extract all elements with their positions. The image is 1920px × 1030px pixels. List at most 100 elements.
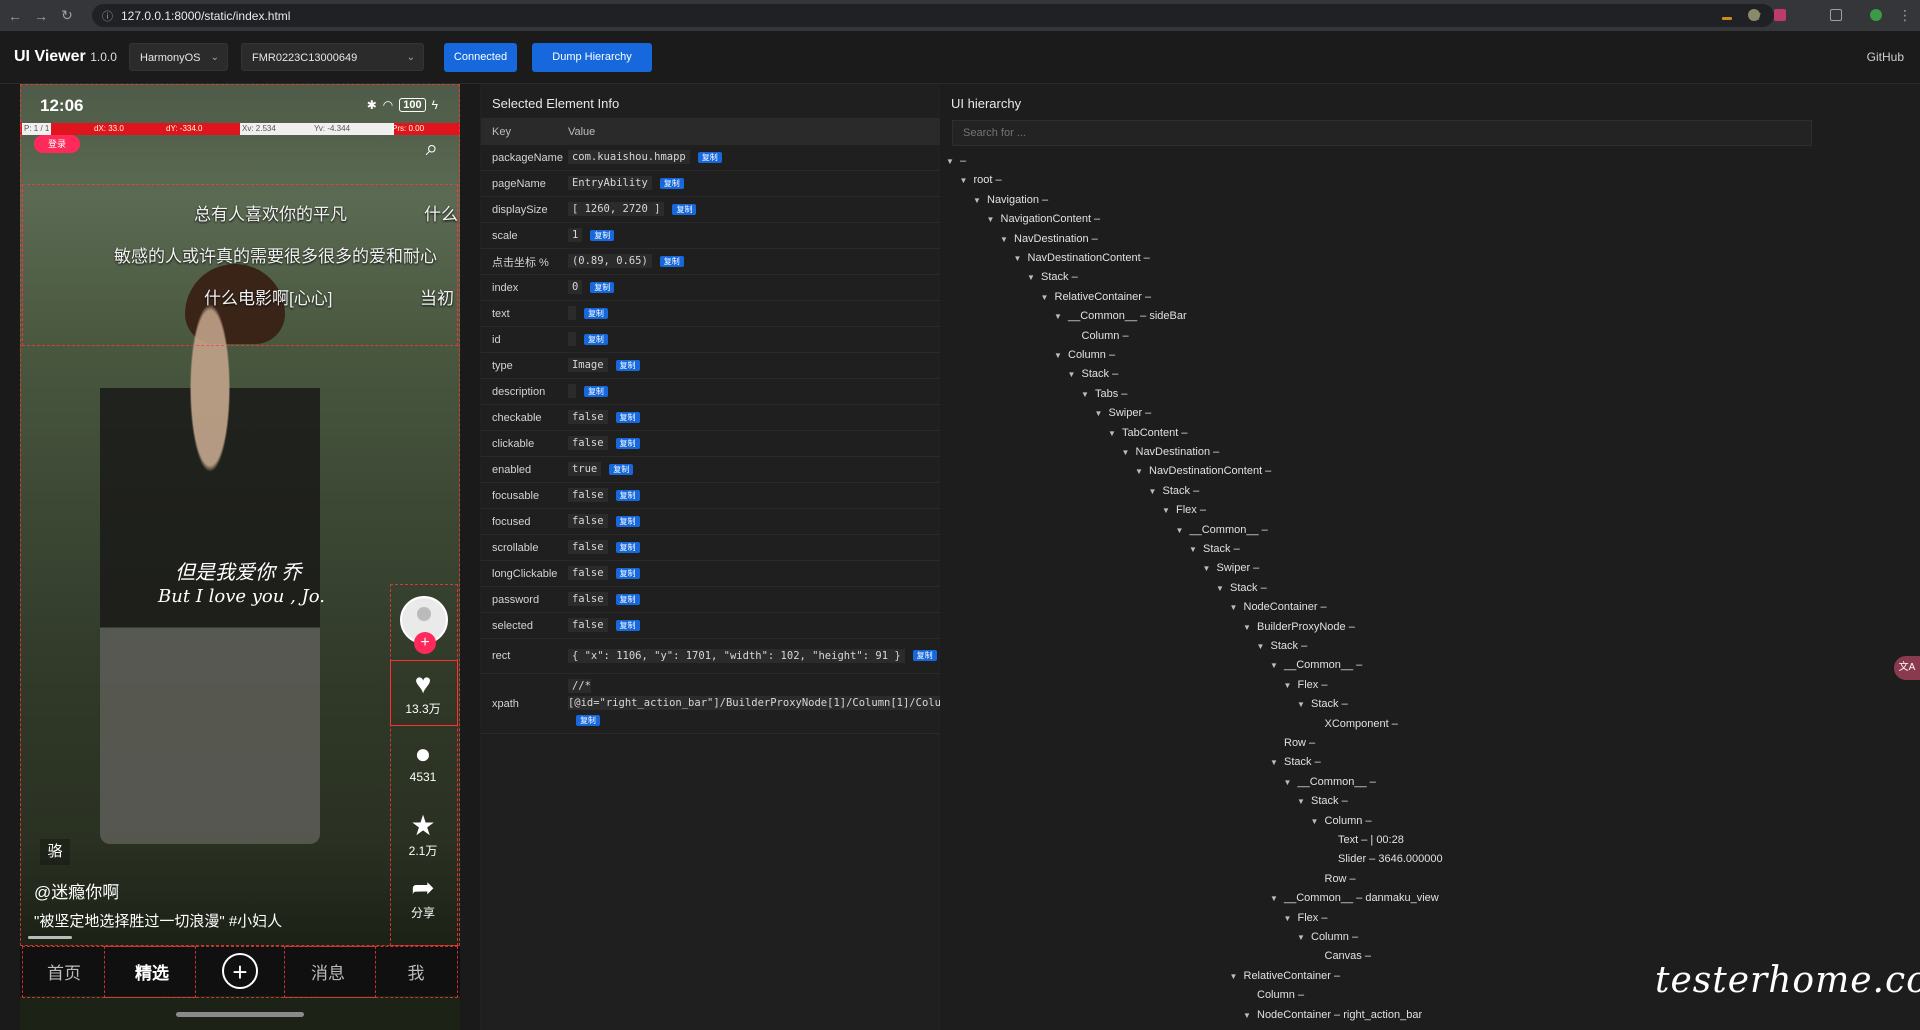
tree-node[interactable]: ▼NodeContainer – right_action_bar xyxy=(1243,1006,1422,1025)
caret-down-icon[interactable]: ▼ xyxy=(1013,254,1022,263)
tree-node[interactable]: ▼Stack – xyxy=(1297,792,1348,811)
caret-down-icon[interactable]: ▼ xyxy=(1297,797,1305,807)
platform-select[interactable]: HarmonyOS ⌄ xyxy=(129,43,228,71)
caret-down-icon[interactable]: ▼ xyxy=(1229,603,1238,613)
caret-down-icon[interactable]: ▼ xyxy=(1162,506,1170,516)
home-indicator[interactable] xyxy=(176,1012,304,1017)
tree-node[interactable]: ▼NodeContainer – xyxy=(1230,598,1327,617)
login-button[interactable]: 登录 xyxy=(34,135,80,153)
tree-node[interactable]: ▼Tabs – xyxy=(1081,385,1127,404)
tree-node[interactable]: ▼__Common__ – xyxy=(1284,773,1376,792)
tree-node[interactable]: ▼Stack – xyxy=(1068,365,1119,384)
caret-down-icon[interactable]: ▼ xyxy=(1229,971,1238,981)
site-info-icon[interactable]: ⓘ xyxy=(102,10,113,23)
favorite-action[interactable]: ★ 2.1万 xyxy=(398,810,448,859)
copy-button[interactable]: 复制 xyxy=(615,593,640,605)
tree-node[interactable]: ▼Stack – xyxy=(1297,695,1348,714)
extension-icon[interactable] xyxy=(1748,9,1760,21)
tree-node[interactable]: ▼NavDestination – xyxy=(1000,230,1098,249)
caret-down-icon[interactable]: ▼ xyxy=(1175,525,1184,535)
caret-down-icon[interactable]: ▼ xyxy=(1121,448,1130,457)
tree-node[interactable]: Row – xyxy=(1311,870,1356,889)
copy-button[interactable]: 复制 xyxy=(590,229,615,241)
copy-button[interactable]: 复制 xyxy=(615,411,640,423)
tree-node[interactable]: ▼Swiper – xyxy=(1203,559,1260,578)
forward-icon[interactable]: → xyxy=(34,7,48,24)
like-action[interactable]: ♥ 13.3万 xyxy=(398,668,448,717)
copy-button[interactable]: 复制 xyxy=(615,567,640,579)
tree-node[interactable]: ▼TabContent – xyxy=(1108,424,1187,443)
tree-node[interactable]: ▼Swiper – xyxy=(1095,404,1152,423)
tree-node[interactable]: ▼Stack – xyxy=(1216,579,1267,598)
copy-button[interactable]: 复制 xyxy=(672,203,697,215)
translate-icon[interactable]: 文A xyxy=(1894,656,1920,680)
tree-node[interactable]: ▼__Common__ – sideBar xyxy=(1054,307,1187,326)
tree-node[interactable]: ▼RelativeContainer – xyxy=(1041,288,1152,307)
device-select[interactable]: FMR0223C13000649 ⌄ xyxy=(241,43,424,71)
caret-down-icon[interactable]: ▼ xyxy=(1054,312,1062,322)
caret-down-icon[interactable]: ▼ xyxy=(1297,700,1305,710)
caret-down-icon[interactable]: ▼ xyxy=(1040,292,1049,302)
caret-down-icon[interactable]: ▼ xyxy=(1081,389,1089,399)
caret-down-icon[interactable]: ▼ xyxy=(1135,467,1143,477)
tree-node[interactable]: ▼Stack – xyxy=(1270,753,1321,772)
caret-down-icon[interactable]: ▼ xyxy=(1202,564,1211,574)
tree-node[interactable]: Column – xyxy=(1243,986,1304,1005)
caret-down-icon[interactable]: ▼ xyxy=(1256,642,1265,651)
caret-down-icon[interactable]: ▼ xyxy=(1283,913,1292,923)
caret-down-icon[interactable]: ▼ xyxy=(1094,409,1103,419)
tree-node[interactable]: Row – xyxy=(1270,734,1315,753)
tab-home[interactable]: 首页 xyxy=(47,963,81,983)
tree-node[interactable]: ▼Stack – xyxy=(1027,268,1078,287)
video-progress-bar[interactable] xyxy=(28,936,72,939)
copy-button[interactable]: 复制 xyxy=(659,255,684,267)
caret-down-icon[interactable]: ▼ xyxy=(1243,1010,1251,1020)
caret-down-icon[interactable]: ▼ xyxy=(1108,428,1116,438)
copy-button[interactable]: 复制 xyxy=(615,541,640,553)
tree-node[interactable]: ▼Stack – xyxy=(1189,540,1240,559)
back-icon[interactable]: ← xyxy=(8,7,22,24)
extension-icon[interactable] xyxy=(1774,9,1786,21)
tree-node[interactable]: ▼root – xyxy=(960,171,1002,190)
caret-down-icon[interactable]: ▼ xyxy=(1283,777,1292,787)
tree-node[interactable]: ▼Column – xyxy=(1311,812,1372,831)
copy-button[interactable]: 复制 xyxy=(583,333,608,345)
tree-node[interactable]: ▼NavDestinationContent – xyxy=(1014,249,1150,268)
copy-button[interactable]: 复制 xyxy=(659,177,684,189)
tab-create[interactable]: + xyxy=(196,953,284,989)
caret-down-icon[interactable]: ▼ xyxy=(1216,583,1224,593)
device-screen[interactable]: 12:06 ✱ ◠ 100 ϟ P: 1 / 1 dX: 33.0 dY: -3… xyxy=(20,84,460,1030)
author-avatar[interactable] xyxy=(400,596,448,644)
video-caption[interactable]: "被坚定地选择胜过一切浪漫" #小妇人 xyxy=(34,913,283,930)
copy-button[interactable]: 复制 xyxy=(615,619,640,631)
caret-down-icon[interactable]: ▼ xyxy=(986,215,995,225)
share-action[interactable]: ➦ 分享 xyxy=(398,872,448,921)
tab-featured[interactable]: 精选 xyxy=(135,963,169,983)
extensions-puzzle-icon[interactable] xyxy=(1830,9,1842,21)
extension-icon[interactable] xyxy=(1722,17,1732,20)
caret-down-icon[interactable]: ▼ xyxy=(1270,758,1278,768)
caret-down-icon[interactable]: ▼ xyxy=(1243,622,1251,632)
tab-messages[interactable]: 消息 xyxy=(311,963,345,983)
tree-node[interactable]: ▼Flex – xyxy=(1284,676,1328,695)
author-name[interactable]: @迷瘾你啊 xyxy=(34,883,120,902)
copy-button[interactable]: 复制 xyxy=(697,151,722,163)
tree-node[interactable]: ▼Column – xyxy=(1297,928,1358,947)
tree-node[interactable]: XComponent – xyxy=(1311,715,1398,734)
caret-down-icon[interactable]: ▼ xyxy=(1189,545,1197,554)
tree-node[interactable]: Column – xyxy=(1068,327,1129,346)
tree-node[interactable]: Text – | 00:28 xyxy=(1324,831,1404,850)
tree-node[interactable]: Canvas – xyxy=(1311,947,1371,966)
caret-down-icon[interactable]: ▼ xyxy=(1270,894,1278,904)
copy-button[interactable]: 复制 xyxy=(615,515,640,527)
tree-node[interactable]: ▼RelativeContainer – xyxy=(1230,967,1341,986)
dump-hierarchy-button[interactable]: Dump Hierarchy xyxy=(532,43,652,72)
profile-avatar[interactable] xyxy=(1870,9,1882,21)
tree-node[interactable]: ▼__Common__ – xyxy=(1176,521,1268,540)
tree-node[interactable]: Slider – 3646.000000 xyxy=(1324,850,1443,869)
copy-button[interactable]: 复制 xyxy=(912,650,937,661)
comment-action[interactable]: ● 4531 xyxy=(398,738,448,784)
copy-button[interactable]: 复制 xyxy=(615,489,640,501)
caret-down-icon[interactable]: ▼ xyxy=(1310,816,1319,826)
github-link[interactable]: GitHub xyxy=(1866,50,1904,64)
